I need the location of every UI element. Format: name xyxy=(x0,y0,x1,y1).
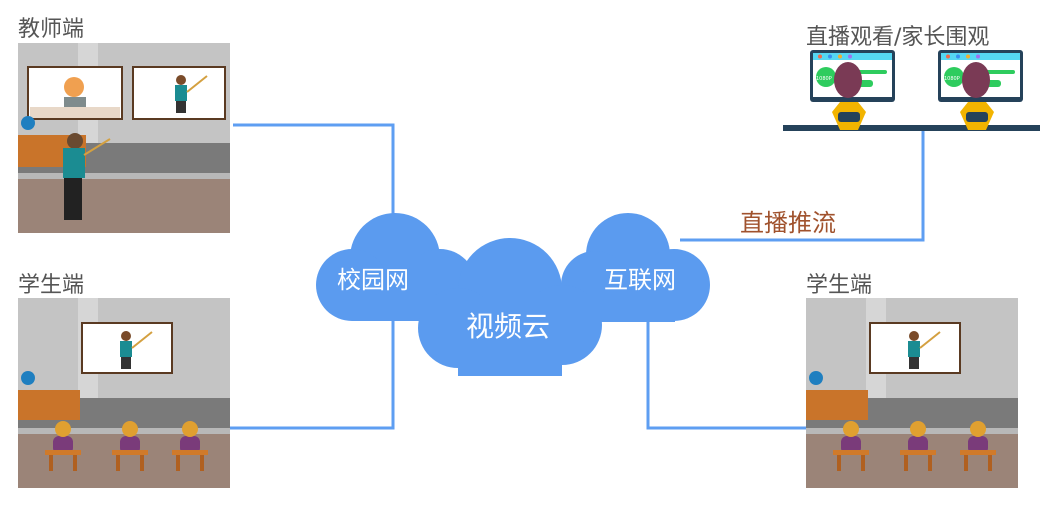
internet-cloud xyxy=(561,213,710,322)
video-cloud-label: 视频云 xyxy=(466,310,550,343)
student-left-label: 学生端 xyxy=(18,273,85,298)
student-left-link xyxy=(230,318,395,430)
internet-cloud-label: 互联网 xyxy=(604,266,676,294)
viewers-illustration: 1080P 1080P xyxy=(783,50,1040,131)
student-right-classroom-illustration xyxy=(806,298,1018,488)
connection-lines xyxy=(230,123,925,430)
resolution-badge-2: 1080P xyxy=(944,76,960,82)
teacher-label: 教师端 xyxy=(18,17,85,42)
campus-cloud xyxy=(316,213,476,321)
viewer-1 xyxy=(810,50,895,130)
student-right-label: 学生端 xyxy=(806,273,873,298)
resolution-badge-1: 1080P xyxy=(816,76,832,82)
push-stream-label: 直播推流 xyxy=(740,209,836,237)
viewer-2 xyxy=(938,50,1023,130)
viewers-label: 直播观看/家长围观 xyxy=(806,25,990,50)
student-left-classroom-illustration xyxy=(18,298,230,488)
student-right-link xyxy=(646,318,806,430)
campus-cloud-label: 校园网 xyxy=(337,266,409,294)
teacher-classroom-illustration xyxy=(18,43,230,233)
push-stream-link xyxy=(680,130,925,242)
teacher-link xyxy=(233,123,395,220)
video-cloud xyxy=(418,238,602,376)
clouds xyxy=(316,213,710,376)
